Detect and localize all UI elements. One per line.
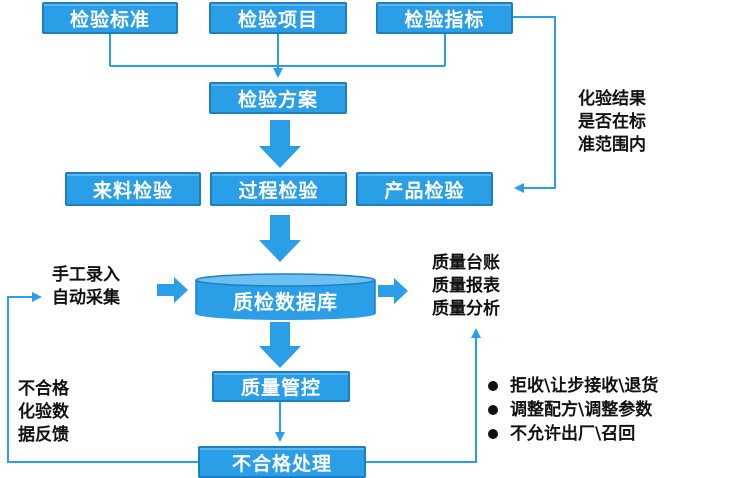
node-quality-control: 质量管控 (212, 371, 350, 402)
note-line: 手工录入 (52, 265, 120, 285)
plan-to-checks-arrow (259, 120, 301, 168)
feedback-note: 不合格 化验数 据反馈 (18, 378, 69, 447)
note-line: 自动采集 (52, 288, 120, 308)
bullet-icon (488, 405, 498, 415)
node-product-inspection: 产品检验 (356, 172, 493, 206)
node-nonconforming-handling: 不合格处理 (198, 446, 366, 478)
action-item: 拒收\让步接收\退货 (488, 374, 658, 398)
action-item: 调整配方\调整参数 (488, 398, 658, 422)
note-line: 质量报表 (432, 276, 500, 296)
node-inspection-items: 检验项目 (209, 2, 347, 34)
inputs-to-db-arrow (157, 277, 188, 303)
indicator-check-connector (513, 16, 556, 193)
outputs-note: 质量台账 质量报表 质量分析 (432, 252, 500, 321)
note-line: 不合格 (18, 379, 69, 399)
inputs-note: 手工录入 自动采集 (52, 264, 120, 310)
note-line: 化验数 (18, 402, 69, 422)
note-line: 质量台账 (432, 253, 500, 273)
note-line: 准范围内 (578, 135, 646, 155)
db-to-control-arrow (259, 322, 301, 368)
node-quality-database: 质检数据库 (233, 290, 338, 314)
actions-list: 拒收\让步接收\退货 调整配方\调整参数 不允许出厂\召回 (488, 374, 658, 446)
bullet-icon (488, 429, 498, 439)
result-check-note: 化验结果 是否在标 准范围内 (578, 88, 646, 157)
feedback-loop-connector (7, 292, 198, 463)
action-label: 不允许出厂\召回 (510, 423, 636, 444)
bullet-icon (488, 381, 498, 391)
node-inspection-plan: 检验方案 (209, 82, 347, 114)
note-line: 质量分析 (432, 299, 500, 319)
note-line: 是否在标 (578, 112, 646, 132)
node-inspection-standard: 检验标准 (42, 2, 178, 34)
nonconforming-to-outputs-connector (366, 328, 481, 463)
checks-to-db-arrow (259, 215, 301, 262)
node-incoming-inspection: 来料检验 (65, 172, 201, 206)
action-item: 不允许出厂\召回 (488, 422, 658, 446)
note-line: 据反馈 (18, 425, 69, 445)
database-cylinder (195, 273, 376, 320)
node-inspection-indicators: 检验指标 (376, 2, 513, 34)
action-label: 拒收\让步接收\退货 (510, 375, 659, 396)
note-line: 化验结果 (578, 89, 646, 109)
node-process-inspection: 过程检验 (210, 172, 347, 206)
db-to-outputs-arrow (378, 278, 408, 304)
action-label: 调整配方\调整参数 (510, 399, 653, 420)
top-merge-connector (109, 34, 446, 78)
